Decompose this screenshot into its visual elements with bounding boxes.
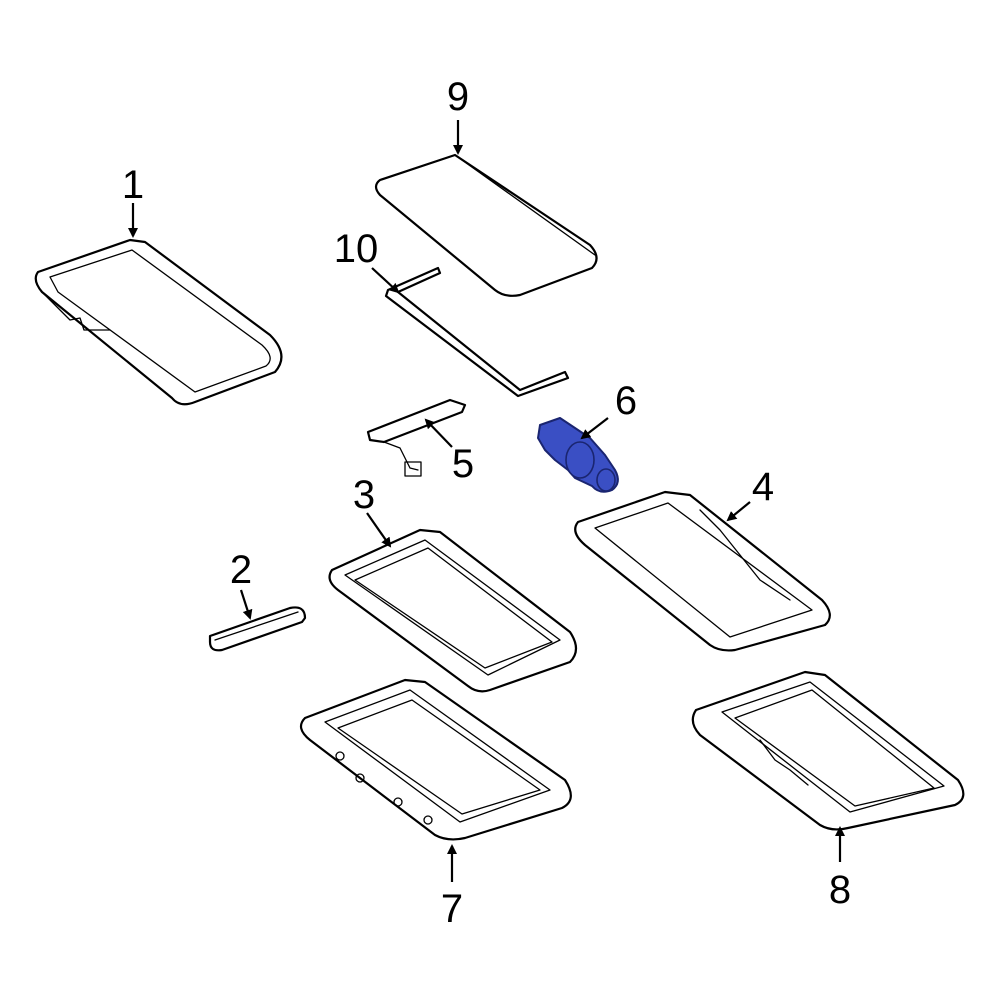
callout-3: 3 <box>353 473 375 517</box>
part-seal[interactable] <box>384 266 570 398</box>
callout-2: 2 <box>230 548 252 592</box>
callout-10: 10 <box>334 227 379 271</box>
callout-7: 7 <box>441 887 463 931</box>
callout-4: 4 <box>752 465 774 509</box>
callout-leaders <box>128 120 845 882</box>
part-housing-lower[interactable] <box>299 678 572 841</box>
part-trim-piece[interactable] <box>208 606 307 652</box>
part-housing-rear[interactable] <box>691 670 965 831</box>
callout-5: 5 <box>452 442 474 486</box>
part-sunroof-frame[interactable] <box>328 528 578 693</box>
callout-9: 9 <box>447 75 469 119</box>
leader-3 <box>366 512 392 548</box>
part-cable-assembly[interactable] <box>366 398 467 477</box>
callout-8: 8 <box>829 868 851 912</box>
leader-5 <box>424 418 453 448</box>
part-drain-frame[interactable] <box>574 490 831 652</box>
callout-labels: 1 2 3 4 5 6 7 8 9 10 <box>122 75 851 931</box>
callout-1: 1 <box>122 163 144 207</box>
part-sunroof-motor[interactable] <box>537 417 619 493</box>
leader-6 <box>580 417 609 440</box>
callout-6: 6 <box>615 379 637 423</box>
part-glass-panel[interactable] <box>374 153 598 297</box>
part-glass-frame[interactable] <box>34 238 283 406</box>
leader-2 <box>239 589 253 620</box>
leader-4 <box>726 501 751 522</box>
leader-10 <box>371 267 400 294</box>
